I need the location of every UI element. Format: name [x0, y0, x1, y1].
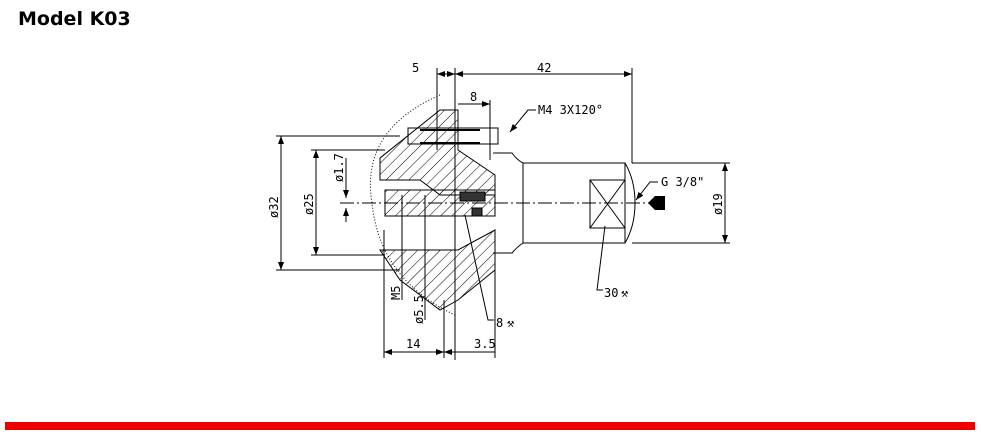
- dim-dia1-7: ø1.7: [332, 153, 346, 182]
- flow-arrow-icon: [648, 196, 665, 210]
- seal2: [471, 207, 483, 217]
- dim-dia25: ø25: [302, 193, 316, 215]
- hatched-upper: [379, 109, 496, 196]
- dim-8: 8: [470, 90, 477, 104]
- callout-wrench-30: 30: [604, 286, 618, 300]
- dim-dia32: ø32: [267, 196, 281, 218]
- page-title: Model K03: [18, 8, 131, 30]
- dim-dia19: ø19: [711, 193, 725, 215]
- callout-m4: M4 3X120°: [538, 103, 603, 117]
- dim-42: 42: [537, 61, 551, 75]
- callout-wrench-8: 8: [496, 316, 503, 330]
- dim-5: 5: [412, 61, 419, 75]
- hex-flat: [589, 179, 626, 229]
- hatched-lower: [379, 229, 496, 311]
- accent-bar: [5, 422, 975, 430]
- callout-thread: G 3/8": [661, 175, 704, 189]
- dim-14: 14: [406, 337, 420, 351]
- dim-3-5: 3.5: [474, 337, 496, 351]
- wrench-icon: ⚒: [507, 316, 514, 330]
- dim-dia5-5: ø5.5: [412, 295, 426, 324]
- seal: [459, 191, 486, 202]
- dim-m5: M5: [389, 286, 403, 300]
- wrench-icon: ⚒: [621, 286, 628, 300]
